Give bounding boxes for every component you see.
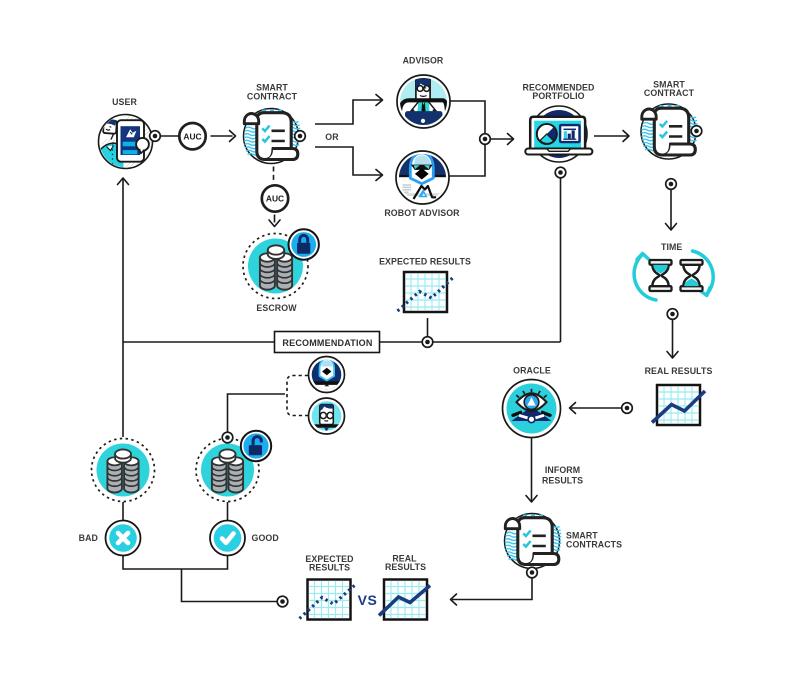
svg-text:REAL RESULTS: REAL RESULTS xyxy=(645,366,713,376)
svg-text:CONTRACT: CONTRACT xyxy=(644,88,695,98)
svg-text:USER: USER xyxy=(112,97,137,107)
svg-text:SMART: SMART xyxy=(256,83,288,93)
svg-text:INFORM: INFORM xyxy=(545,465,580,475)
svg-text:RESULTS: RESULTS xyxy=(385,562,426,572)
svg-text:RECOMMENDATION: RECOMMENDATION xyxy=(282,338,372,348)
svg-text:BAD: BAD xyxy=(79,533,98,543)
svg-text:OR: OR xyxy=(325,132,339,142)
svg-text:GOOD: GOOD xyxy=(252,533,279,543)
svg-text:RECOMMENDED: RECOMMENDED xyxy=(523,82,595,92)
svg-text:TIME: TIME xyxy=(661,242,682,252)
svg-text:SMART: SMART xyxy=(653,80,685,90)
svg-text:ORACLE: ORACLE xyxy=(513,366,551,376)
svg-text:ADVISOR: ADVISOR xyxy=(403,56,444,66)
svg-text:AUC: AUC xyxy=(183,131,201,141)
svg-text:ROBOT ADVISOR: ROBOT ADVISOR xyxy=(384,208,460,218)
svg-text:CONTRACT: CONTRACT xyxy=(247,91,298,101)
svg-text:EXPECTED RESULTS: EXPECTED RESULTS xyxy=(379,257,471,267)
svg-text:SMART: SMART xyxy=(566,531,598,541)
svg-text:VS: VS xyxy=(358,592,378,608)
svg-text:PORTFOLIO: PORTFOLIO xyxy=(532,91,584,101)
svg-text:CONTRACTS: CONTRACTS xyxy=(566,539,622,549)
svg-text:RESULTS: RESULTS xyxy=(542,476,583,486)
svg-text:ESCROW: ESCROW xyxy=(256,303,297,313)
svg-text:EXPECTED: EXPECTED xyxy=(305,554,353,564)
svg-text:RESULTS: RESULTS xyxy=(309,563,350,573)
svg-text:REAL: REAL xyxy=(392,554,417,564)
svg-text:AUC: AUC xyxy=(266,194,284,204)
